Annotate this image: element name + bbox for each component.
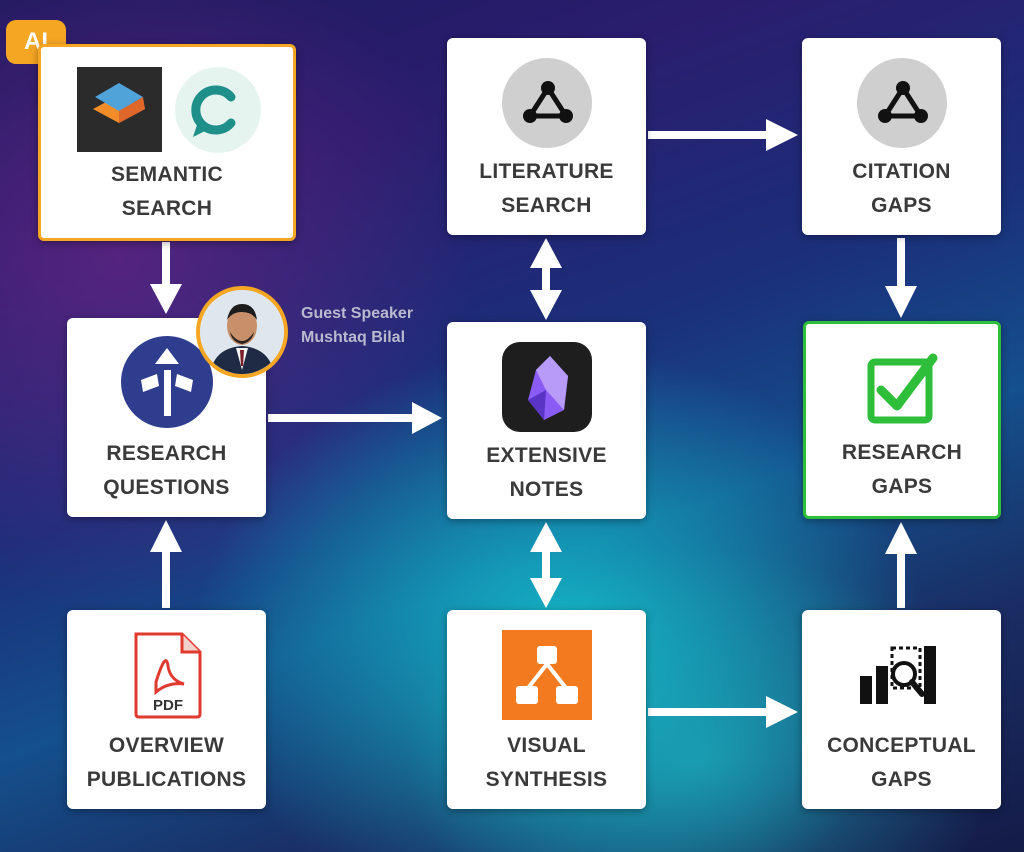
node-semantic-search[interactable]: SEMANTIC SEARCH xyxy=(38,44,296,241)
flowchart-icon xyxy=(501,630,592,720)
chat-c-logo-icon xyxy=(175,67,261,153)
chart-magnifier-icon xyxy=(854,640,950,710)
node-label: OVERVIEW PUBLICATIONS xyxy=(86,734,247,791)
pdf-text: PDF xyxy=(153,697,183,714)
guest-speaker-caption: Guest Speaker Mushtaq Bilal xyxy=(301,302,413,350)
node-visual-synthesis[interactable]: VISUAL SYNTHESIS xyxy=(447,610,646,809)
node-label: CITATION GAPS xyxy=(852,160,951,217)
graph-connect-icon xyxy=(501,58,592,148)
node-label: VISUAL SYNTHESIS xyxy=(485,734,608,791)
node-label: RESEARCH QUESTIONS xyxy=(103,442,230,499)
layers-logo-icon xyxy=(77,67,162,152)
arrow-literature-to-citation xyxy=(648,119,798,151)
guest-role: Guest Speaker xyxy=(301,305,414,322)
arrow-questions-to-notes xyxy=(268,402,442,434)
node-extensive-notes[interactable]: EXTENSIVE NOTES xyxy=(447,322,646,519)
node-label: CONCEPTUAL GAPS xyxy=(827,734,976,791)
arrow-conceptual-to-gaps xyxy=(885,522,917,608)
pdf-file-icon: PDF xyxy=(130,630,204,720)
arrow-literature-notes xyxy=(530,238,562,320)
node-label: SEMANTIC SEARCH xyxy=(110,163,224,220)
node-literature-search[interactable]: LITERATURE SEARCH xyxy=(447,38,646,235)
arrow-semantic-to-questions xyxy=(150,242,182,314)
guest-name: Mushtaq Bilal xyxy=(301,329,406,346)
node-conceptual-gaps[interactable]: CONCEPTUAL GAPS xyxy=(802,610,1001,809)
guest-speaker-avatar xyxy=(196,286,288,378)
arrow-notes-visual xyxy=(530,522,562,608)
arrow-visual-to-conceptual xyxy=(648,696,798,728)
node-overview-publications[interactable]: PDF OVERVIEW PUBLICATIONS xyxy=(67,610,266,809)
arrow-overview-to-questions xyxy=(150,520,182,608)
signpost-icon xyxy=(120,336,213,428)
crystal-icon xyxy=(501,342,592,432)
node-label: EXTENSIVE NOTES xyxy=(486,444,607,501)
node-label: RESEARCH GAPS xyxy=(841,441,963,498)
arrow-citation-to-gaps xyxy=(885,238,917,318)
node-label: LITERATURE SEARCH xyxy=(479,160,614,217)
checkbox-icon xyxy=(857,344,947,434)
graph-connect-icon xyxy=(856,58,947,148)
node-research-gaps[interactable]: RESEARCH GAPS xyxy=(803,321,1001,519)
node-citation-gaps[interactable]: CITATION GAPS xyxy=(802,38,1001,235)
